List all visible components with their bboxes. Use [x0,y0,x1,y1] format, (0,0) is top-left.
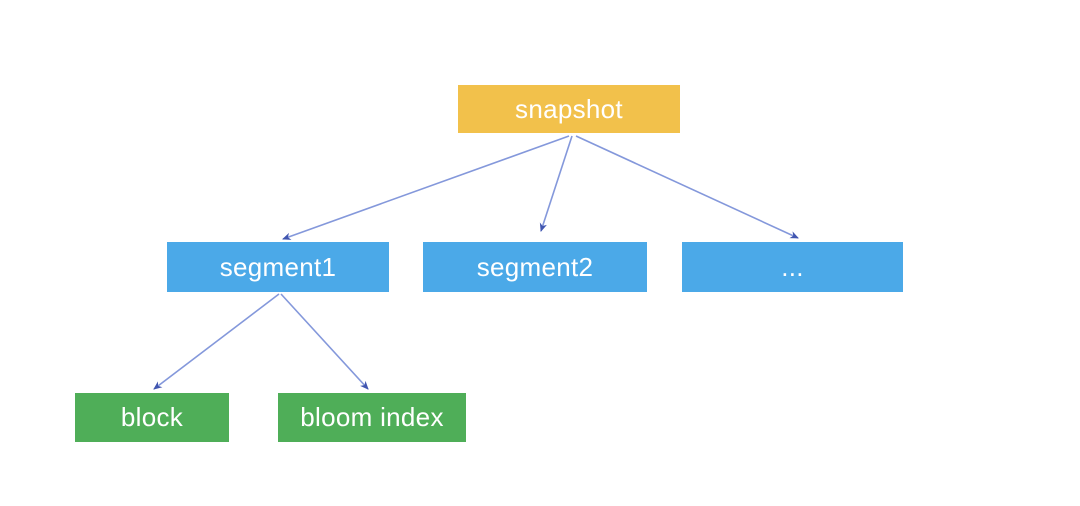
node-snapshot: snapshot [458,85,680,133]
node-segment2-label: segment2 [476,251,594,282]
node-block: block [75,393,229,442]
node-bloom-index: bloom index [278,393,466,442]
edge-snapshot-segment1 [282,135,570,240]
node-segment1: segment1 [167,242,389,292]
edge-segment1-block [153,293,280,390]
node-bloom-index-label: bloom index [300,402,444,432]
edge-snapshot-more [575,135,799,239]
node-block-label: block [120,402,184,432]
node-segment2: segment2 [423,242,647,292]
node-more-segments-label: ... [781,251,804,282]
node-more-segments: ... [682,242,903,292]
node-snapshot-label: snapshot [515,93,623,124]
edge-snapshot-segment2 [539,135,573,232]
node-segment1-label: segment1 [219,251,337,282]
edge-segment1-bloom-index [280,293,369,390]
